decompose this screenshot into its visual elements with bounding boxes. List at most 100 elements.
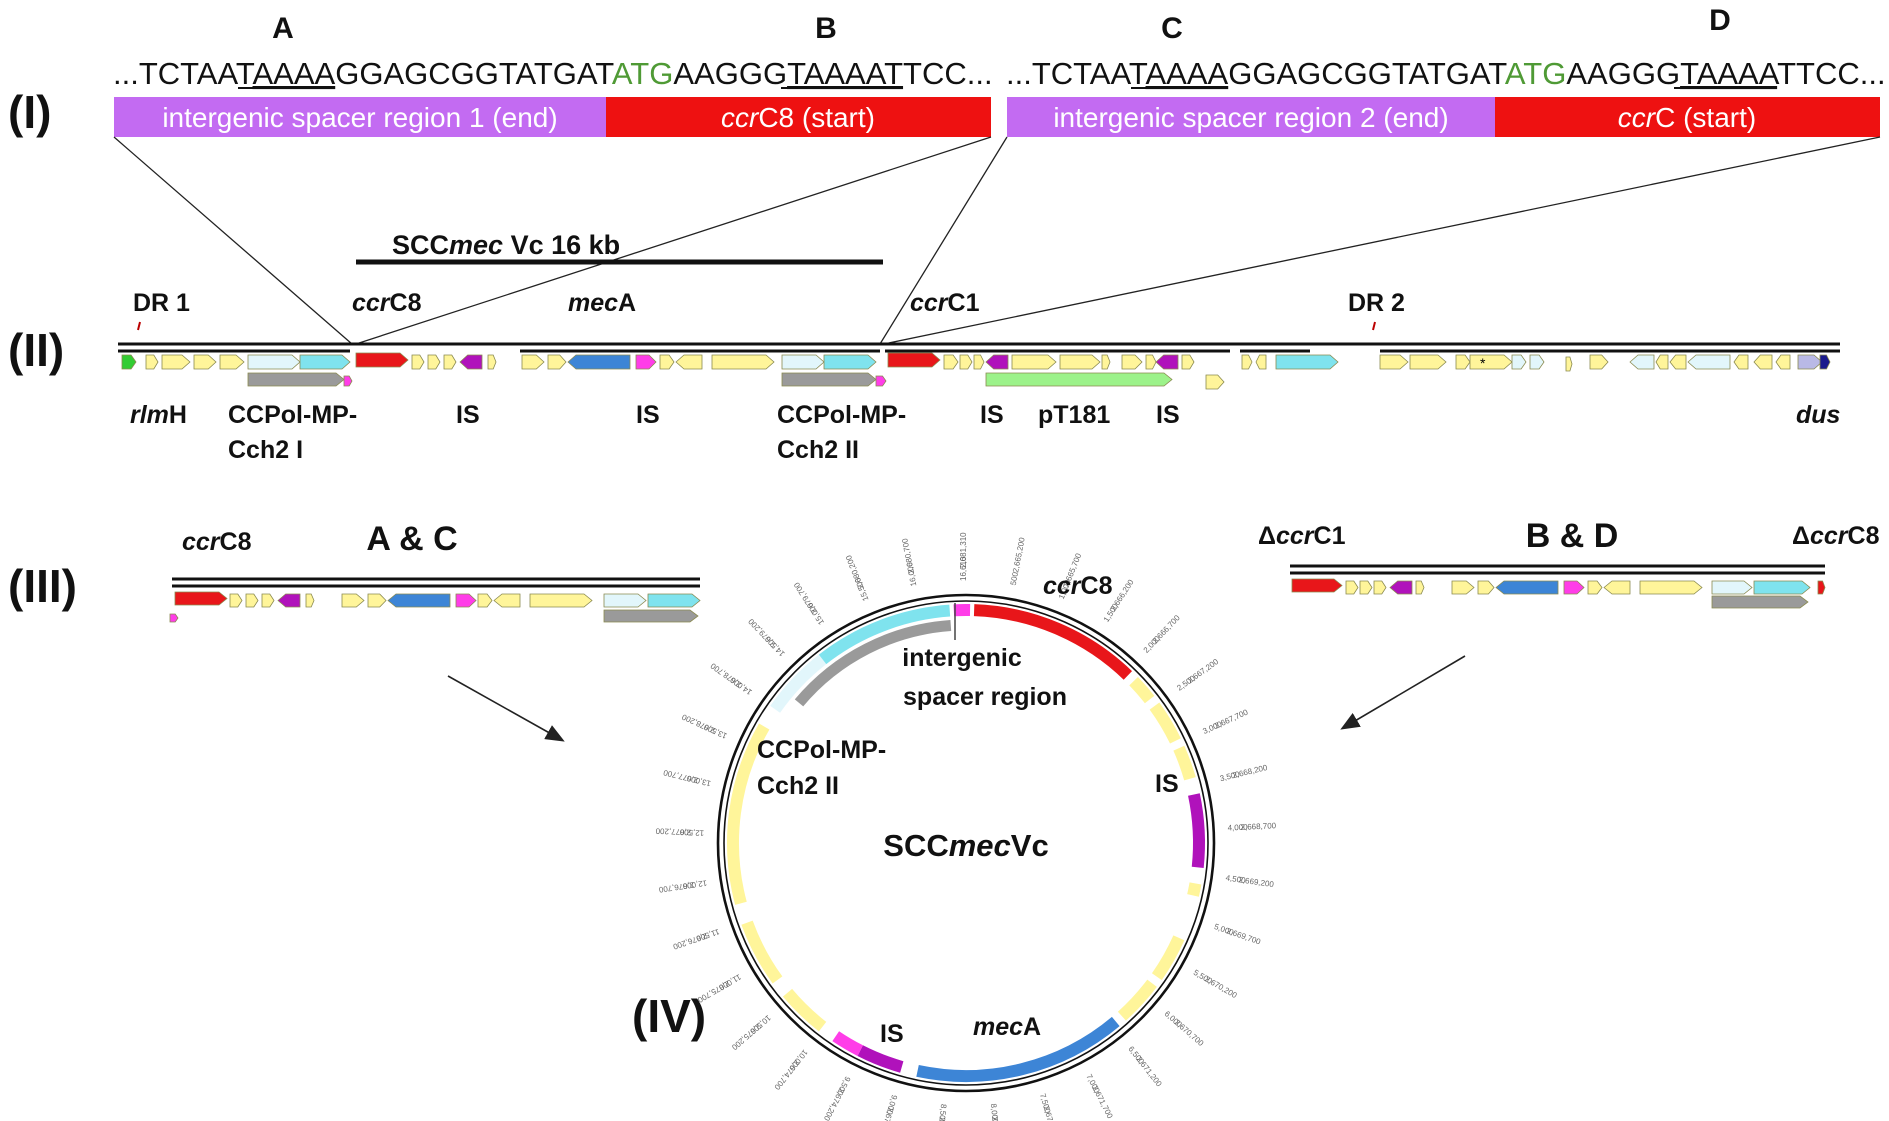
scc-span-label: SCCmec Vc 16 kb [392,230,620,260]
arrow-right-to-circle [1340,655,1466,730]
circle-genome-tick-label: 2,668,700 [1240,821,1277,832]
circle-gene-arc-4 [1173,745,1196,781]
gene-arrow-49 [1669,354,1687,370]
circle-tick-label: 8,000 [989,1103,1000,1121]
gene-arrow-11 [443,354,457,370]
circle-gene-arc-7 [1151,935,1185,981]
gene-arrow-18 [659,354,675,370]
gene-arrow-22 [823,354,877,370]
site-label-d: D [1709,4,1731,37]
left-contig-gene-7 [341,593,365,608]
gene-arrow-26 [973,354,985,370]
spacer-region-2-bar [1007,97,1495,137]
gene-arrow-40 [1409,354,1447,370]
circular-map-outer-ring [716,593,1216,1093]
circle-ccpol-label-1: CCPol-MP- [757,736,886,764]
circle-genome-tick-label: 2,666,200 [1109,577,1136,612]
ccpol-i-label-1: CCPol-MP- [228,401,357,429]
gene-arrow-15 [547,354,567,370]
circle-genome-tick-label: 2,671,700 [1090,1084,1115,1120]
gene-arrow-12 [459,354,483,370]
left-contig-gene-14 [603,593,647,608]
ccrc8-gene-label: ccrC8 [352,289,422,317]
gene-arrow-41 [1455,354,1471,370]
pt181-block [985,372,1173,387]
right-dccrc8-label: ΔccrC8 [1792,522,1880,550]
circle-genome-tick-label: 2,667,700 [1213,707,1250,730]
gene-arrow-8 [355,352,409,368]
ccpol-i-label-2: Cch2 I [228,436,303,464]
gene-arrow-38 [1275,354,1339,370]
gene-arrow-27 [985,354,1009,370]
dr2-marker [1372,321,1376,331]
circle-genome-tick-label: 2,673,200 [934,1117,946,1121]
circle-genome-tick-label: 2,674,200 [822,1087,847,1121]
right-contig-gene-10 [1563,580,1585,595]
circular-map-inner-ring [723,600,1209,1086]
circle-tick-label: 12,500 [679,827,704,837]
right-contig-gene-12 [1603,580,1631,595]
gene-arrow-7 [299,354,351,370]
gene-arrow-3 [161,354,191,370]
is-label-4: IS [1156,401,1180,429]
gene-arrow-28 [1011,354,1057,370]
circular-map-ticks: 5002,665,2001,0002,665,7001,5002,666,200… [655,532,1277,1121]
circle-genome-tick-label: 2,675,200 [730,1022,763,1052]
left-contig-gene-1 [174,591,228,606]
right-contig-genes [1291,578,1826,609]
left-contig-gene-12 [493,593,521,608]
rlmh-label: rlmH [130,401,187,429]
left-contig-lines [172,577,700,588]
circle-genome-tick-label: 2,667,200 [1186,657,1221,685]
right-contig-gene-3 [1359,580,1373,595]
circle-tick-label: 16,610 [959,556,968,581]
ccpol-ii-tip [875,375,887,387]
site-label-a: A [272,12,294,45]
circle-tick-label: 12,000 [682,878,708,890]
meca-gene-label: mecA [568,289,636,317]
circle-ccpol-label-2: Cch2 II [757,772,839,800]
left-contig-gene-10 [455,593,477,608]
circle-is-right-label: IS [1155,770,1179,798]
gene-arrow-52 [1753,354,1773,370]
circle-meca-label: mecA [973,1013,1041,1041]
right-contig-gene-16 [1817,580,1826,595]
gene-arrow-16 [567,354,631,370]
gene-arrow-5 [219,354,245,370]
circle-genome-tick-label: 2,679,200 [746,616,777,648]
circle-genome-tick-label: 2,678,700 [708,661,743,689]
circle-genome-tick-label: 2,670,200 [1203,974,1239,1000]
right-contig-lines [1290,564,1825,575]
site-label-c: C [1161,12,1183,45]
is-label-1: IS [456,401,480,429]
is-label-2: IS [636,401,660,429]
gene-arrow-36 [1241,354,1253,370]
gene-arrow-4 [193,354,217,370]
gene-arrow-43 [1511,354,1527,370]
gene-arrow-6 [247,354,301,370]
circle-genome-tick-label: 2,672,200 [1042,1105,1061,1121]
ccpol-ii-block [781,372,877,387]
right-contig-gene-8 [1477,580,1495,595]
left-contig-tip [169,613,179,623]
circle-gene-arc-1 [973,604,1133,680]
circle-gene-arc-17 [794,620,952,707]
circle-tick-label: 4,000 [1227,823,1248,833]
gene-arrow-51 [1733,354,1749,370]
right-contig-gene-2 [1345,580,1359,595]
circle-is-bottom-label: IS [880,1020,904,1048]
gene-arrow-42 [1469,354,1513,370]
dus-label: dus [1796,401,1841,429]
gene-arrow-23 [887,352,941,368]
left-contig-gene-9 [387,593,451,608]
circle-gene-arc-10 [857,1045,904,1073]
circle-genome-tick-label: 2,678,200 [680,712,717,735]
spacer-region-1-label: intergenic spacer region 1 (end) [162,102,557,133]
gene-arrow-17 [635,354,657,370]
right-contig-gene-5 [1389,580,1413,595]
right-contig-gene-15 [1753,580,1811,595]
circle-gene-arc-8 [1117,979,1157,1021]
left-contig-genes [169,591,701,623]
circle-gene-arc-9 [916,1016,1120,1082]
dr1-marker [137,321,141,331]
